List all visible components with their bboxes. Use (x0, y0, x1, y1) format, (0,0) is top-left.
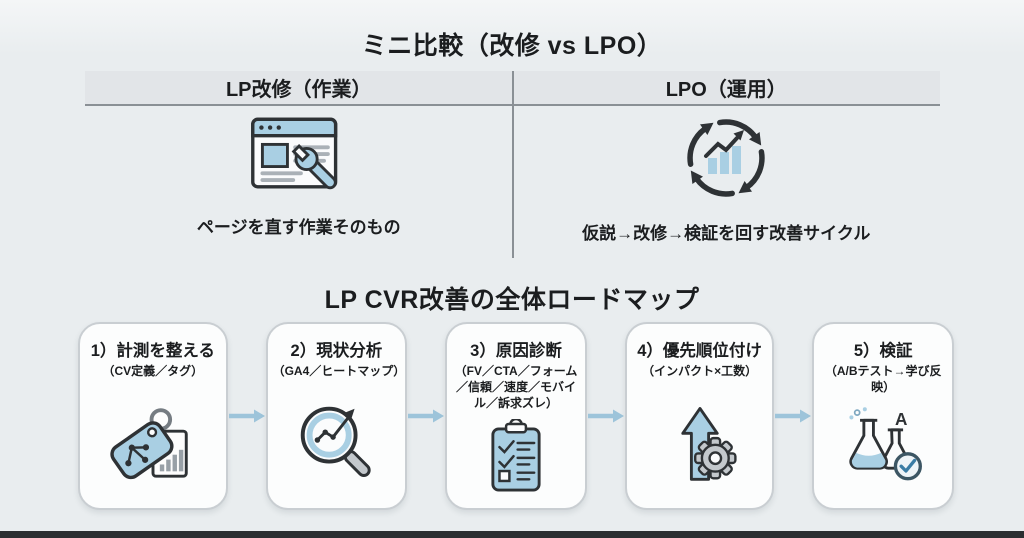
cycle-chart-icon (679, 111, 773, 205)
step-sublabel: （GA4／ヒートマップ） (272, 364, 406, 378)
step-sublabel: （インパクト×工数） (642, 364, 758, 378)
svg-text:A: A (895, 409, 907, 429)
magnifier-chart-icon (290, 379, 382, 502)
flask-check-icon: A (837, 395, 929, 502)
roadmap-step-2: 2）現状分析 （GA4／ヒートマップ） (265, 322, 408, 510)
step-label: 4）優先順位付け (637, 342, 762, 360)
step-sublabel: （CV定義／タグ） (102, 364, 204, 378)
step-label: 5）検証 (853, 342, 913, 360)
flow-arrow-icon (407, 408, 445, 424)
lpo-caption: 仮説→改修→検証を回す改善サイクル (582, 224, 871, 243)
flow-arrow-icon (228, 408, 266, 424)
lpo-cell: 仮説→改修→検証を回す改善サイクル (513, 106, 941, 256)
tag-analytics-icon (104, 379, 202, 502)
clipboard-checklist-icon (486, 412, 546, 502)
column-header-lpo: LPO（運用） (665, 79, 787, 101)
bottom-edge-bar (0, 531, 1024, 538)
step-label: 1）計測を整える (90, 342, 215, 360)
roadmap-step-3: 3）原因診断 （FV／CTA／フォーム／信頼／速度／モバイル／訴求ズレ） (445, 322, 587, 510)
step-sublabel: （A/Bテスト→学び反映） (824, 364, 942, 395)
step-label: 2）現状分析 (290, 342, 383, 360)
roadmap-title: LP CVR改善の全体ロードマップ (324, 286, 700, 314)
comparison-table: LP改修（作業） LPO（運用） (85, 71, 940, 258)
step-sublabel: （FV／CTA／フォーム／信頼／速度／モバイル／訴求ズレ） (454, 364, 578, 411)
comparison-body-row: ページを直す作業そのもの (85, 106, 940, 256)
roadmap-step-5: 5）検証 （A/Bテスト→学び反映） A (812, 322, 954, 510)
column-header-lp-repair: LP改修（作業） (225, 79, 372, 101)
roadmap: 1）計測を整える （CV定義／タグ） (78, 322, 954, 510)
roadmap-step-4: 4）優先順位付け （インパクト×工数） (624, 322, 775, 510)
roadmap-step-1: 1）計測を整える （CV定義／タグ） (78, 322, 228, 510)
lp-repair-cell: ページを直す作業そのもの (85, 106, 513, 256)
flow-arrow-icon (587, 408, 625, 424)
step-label: 3）原因診断 (470, 342, 562, 360)
lp-repair-caption: ページを直す作業そのもの (196, 218, 401, 237)
flow-arrow-icon (774, 408, 812, 424)
browser-wrench-icon (247, 111, 351, 199)
comparison-title: ミニ比較（改修 vs LPO） (361, 32, 663, 60)
column-divider (511, 71, 514, 258)
up-arrow-gear-icon (656, 379, 744, 502)
